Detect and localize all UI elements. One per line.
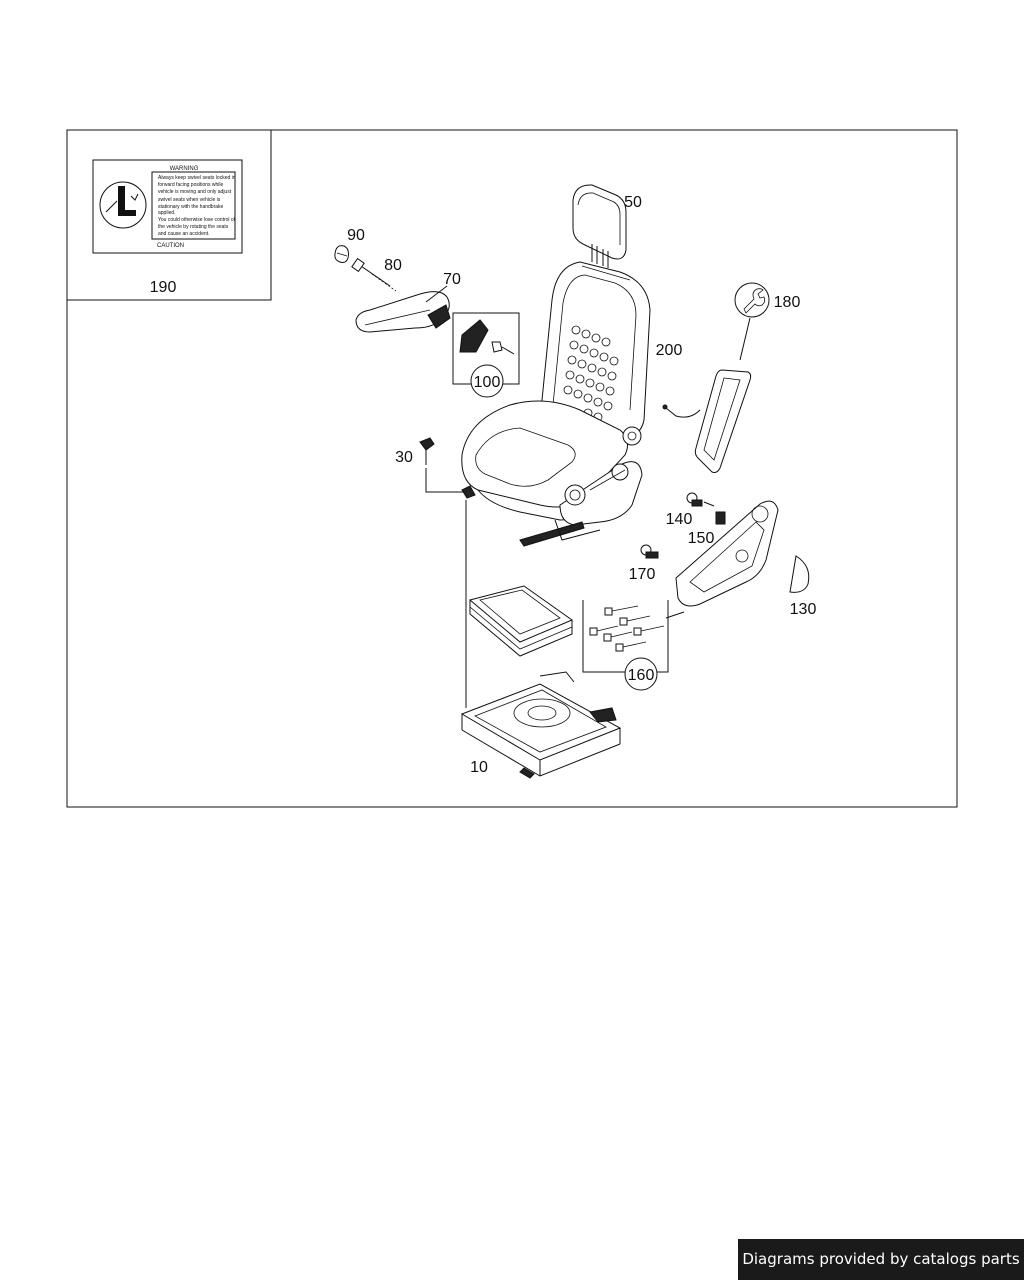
callout-50[interactable]: 50 — [624, 194, 642, 211]
armrest-70 — [355, 285, 451, 333]
callout-circle-100 — [470, 364, 504, 398]
callout-10[interactable]: 10 — [470, 759, 488, 776]
diagram-frame — [66, 129, 958, 808]
label-inset-box — [67, 130, 272, 301]
warning-line: forward facing positions while — [158, 182, 224, 188]
warning-line: Always keep swivel seats locked in — [158, 175, 236, 181]
warning-line: and cause an accident. — [158, 231, 209, 237]
callout-150[interactable]: 150 — [688, 530, 715, 547]
callout-160[interactable]: 160 — [628, 667, 655, 684]
warning-label-190: WARNING Always keep swivel seats locked … — [92, 159, 243, 254]
callout-100[interactable]: 100 — [474, 374, 501, 391]
seat-assembly-200 — [461, 261, 651, 547]
recline-knob — [564, 484, 586, 506]
callout-190[interactable]: 190 — [150, 279, 177, 296]
callout-circle-160 — [624, 657, 658, 691]
warning-line: applied. — [158, 210, 176, 216]
callout-70[interactable]: 70 — [443, 271, 461, 288]
wrench-icon — [743, 288, 766, 314]
bolt-80 — [351, 257, 397, 292]
warning-line: stationary with the handbrake — [158, 204, 224, 210]
swivel-base-10 — [460, 671, 622, 779]
diagram-credit-banner[interactable]: Diagrams provided by catalogs parts — [738, 1239, 1024, 1280]
tool-symbol — [734, 282, 770, 318]
callout-30[interactable]: 30 — [395, 449, 413, 466]
callout-130[interactable]: 130 — [790, 601, 817, 618]
screw-140 — [686, 492, 715, 507]
screw-set-160 — [582, 600, 669, 673]
callout-90[interactable]: 90 — [347, 227, 365, 244]
leader-lines — [461, 485, 685, 708]
height-knob — [611, 463, 629, 481]
cover-cap-130 — [789, 555, 810, 593]
warning-line: the vehicle by rotating the seats — [158, 224, 229, 230]
callout-170[interactable]: 170 — [629, 566, 656, 583]
caution-footer: CAUTION — [157, 243, 184, 249]
screw-170 — [640, 544, 659, 559]
headrest-50 — [572, 184, 627, 268]
warning-line: vehicle is moving and only adjust — [158, 189, 232, 195]
warning-line: swivel seats when vehicle is — [158, 197, 221, 203]
bolt-30 — [419, 437, 465, 493]
callout-200[interactable]: 200 — [656, 342, 683, 359]
backrest-panel-180 — [662, 282, 770, 473]
callout-140[interactable]: 140 — [666, 511, 693, 528]
warning-heading: WARNING — [170, 166, 199, 172]
side-trim-panel — [675, 500, 779, 607]
backrest-perforation — [563, 325, 619, 422]
clip-150 — [715, 511, 726, 525]
cap-90 — [334, 245, 349, 263]
callout-180[interactable]: 180 — [774, 294, 801, 311]
callout-80[interactable]: 80 — [384, 257, 402, 274]
warning-line: You could otherwise lose control of — [158, 217, 236, 223]
seat-spacer — [468, 585, 574, 657]
